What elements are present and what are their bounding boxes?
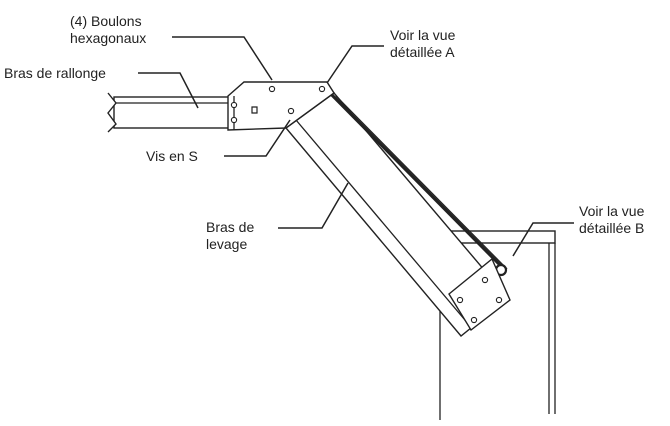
connecting-bracket (227, 81, 335, 131)
bracket-body (227, 81, 335, 131)
label-s-screw: Vis en S (146, 148, 198, 164)
callout-labels: (4) Boulons hexagonaux Voir la vue détai… (4, 13, 645, 252)
bottom-mount-plate (448, 257, 511, 332)
extension-arm-break (107, 92, 117, 133)
label-hex-bolts-line1: (4) Boulons (70, 13, 142, 29)
label-extension-arm: Bras de rallonge (4, 65, 106, 81)
hex-bolt-icon (230, 116, 238, 124)
label-lift-arm-line2: levage (206, 236, 247, 252)
hex-bolt-icon (318, 85, 326, 93)
bottom-plate-body (448, 257, 511, 332)
leader-lift-arm (278, 182, 349, 229)
leader-detail-b (512, 222, 574, 257)
label-detail-b-line2: détaillée B (579, 220, 644, 236)
bolt-icon (495, 296, 503, 304)
slot-icon (251, 106, 258, 114)
support-rod-edge (335, 95, 508, 270)
leader-detail-a (326, 45, 384, 84)
leader-s-screw (224, 119, 291, 157)
lift-arm-inner-line (295, 119, 471, 327)
label-hex-bolts-line2: hexagonaux (70, 30, 146, 46)
extension-arm (107, 92, 233, 133)
leader-hex-bolts (172, 36, 273, 81)
label-detail-a-line2: détaillée A (390, 44, 455, 60)
s-screw-icon (287, 107, 295, 115)
hex-bolt-icon (268, 85, 276, 93)
bolt-icon (456, 296, 464, 304)
extension-arm-body (113, 96, 233, 129)
bolt-icon (470, 316, 478, 324)
support-rod (326, 89, 505, 270)
label-detail-b-line1: Voir la vue (579, 203, 645, 219)
label-lift-arm-line1: Bras de (206, 219, 254, 235)
lift-arm (284, 89, 509, 337)
hex-bolt-icon (230, 101, 238, 109)
label-detail-a-line1: Voir la vue (390, 27, 456, 43)
bolt-icon (481, 276, 489, 284)
leader-extension-arm (138, 72, 199, 109)
leader-lines (138, 36, 574, 257)
